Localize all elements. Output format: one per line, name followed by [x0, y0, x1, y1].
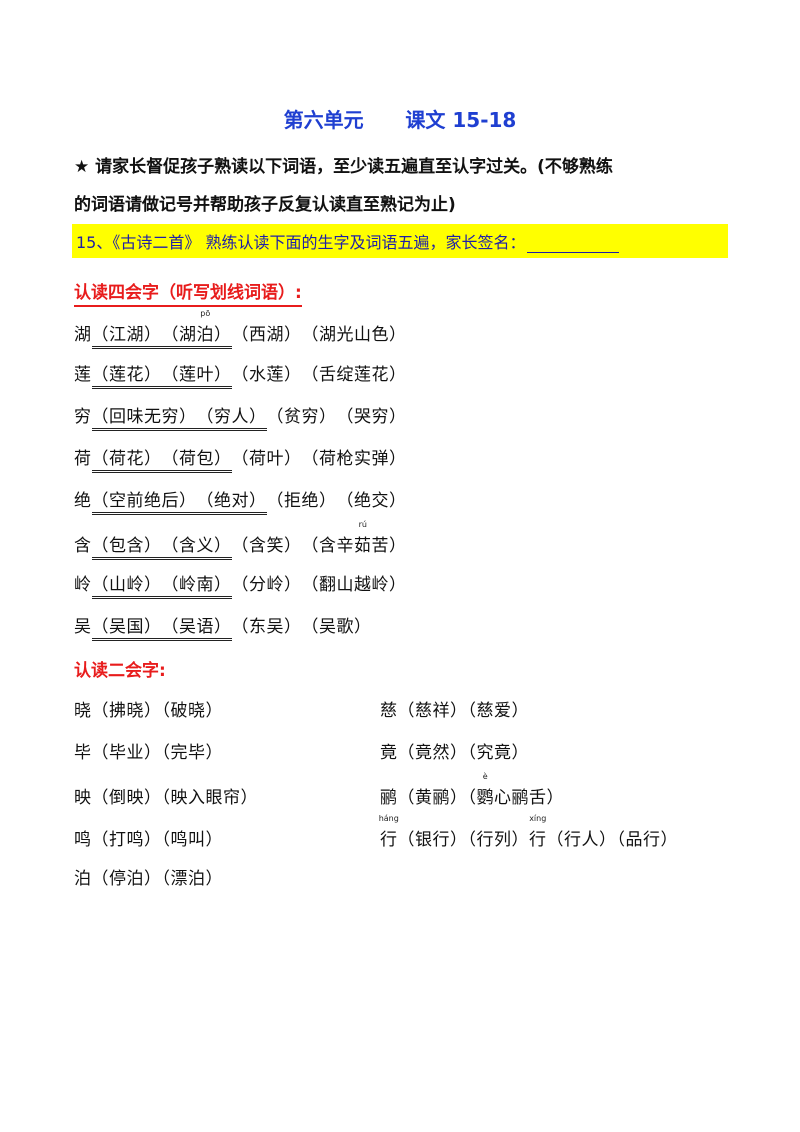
word: （分岭）	[231, 575, 302, 595]
word-row-wu: 吴（吴国）（吴语）（东吴）（吴歌）	[74, 612, 372, 641]
pinyin-annotation: è	[482, 772, 488, 781]
page-title: 第六单元 课文 15-18	[283, 108, 517, 132]
word-row-he: 荷（荷花）（荷包）（荷叶）（荷枪实弹）	[74, 444, 407, 473]
word: （西湖）	[231, 325, 302, 345]
word-underlined: （岭南）	[161, 570, 232, 599]
word: （荷叶）	[231, 449, 302, 469]
word: （绝交）	[336, 491, 407, 511]
recognize-row-xiao: 晓（拂晓）（破晓） 慈（慈祥）（慈爱）	[74, 696, 734, 721]
section-four-title-text: 认读四会字（听写划线词语）:	[74, 283, 302, 307]
word-group-right: 竟（竟然）（究竟）	[380, 743, 529, 763]
word-underlined: （绝对）	[196, 486, 267, 515]
word-underlined: （吴国）	[91, 612, 162, 641]
instruction-line-1: ★ 请家长督促孩子熟读以下词语，至少读五遍直至认字过关。(不够熟练	[74, 157, 613, 177]
word-row-jue: 绝（空前绝后）（绝对）（拒绝）（绝交）	[74, 486, 407, 515]
word-underlined: （回味无穷）	[91, 402, 197, 431]
word-underlined: （包含）	[91, 531, 162, 560]
pinyin-annotation: xíng	[529, 814, 547, 823]
char: 湖	[74, 325, 92, 345]
recognize-row-bi: 毕（毕业）（完毕） 竟（竟然）（究竟）	[74, 738, 734, 763]
word-group-right: 慈（慈祥）（慈爱）	[380, 701, 529, 721]
word-group-left: 毕（毕业）（完毕）	[74, 743, 223, 763]
word-underlined: （空前绝后）	[91, 486, 197, 515]
word-underlined: （山岭）	[91, 570, 162, 599]
word: （舌绽莲花）	[301, 365, 407, 385]
char: 吴	[74, 617, 92, 637]
section-four-title: 认读四会字（听写划线词语）:	[74, 278, 302, 307]
word-underlined: （吴语）	[161, 612, 232, 641]
recognize-row-bo: 泊（停泊）（漂泊）	[74, 864, 223, 889]
char: 绝	[74, 491, 92, 511]
word-row-qiong: 穷（回味无穷）（穷人）（贫穷）（哭穷）	[74, 402, 407, 431]
word: （含笑）	[231, 536, 302, 556]
word-underlined: （莲叶）	[161, 360, 232, 389]
char: 岭	[74, 575, 92, 595]
word: （贫穷）	[266, 407, 337, 427]
word-row-lian: 莲（莲花）（莲叶）（水莲）（舌绽莲花）	[74, 360, 407, 389]
word-underlined: （含义）	[161, 531, 232, 560]
word-group-left: 鸣（打鸣）（鸣叫）	[74, 830, 223, 850]
section-two-title: 认读二会字:	[74, 661, 166, 681]
word-underlined: （荷花）	[91, 444, 162, 473]
word: （荷枪实弹）	[301, 449, 407, 469]
char: 含	[74, 536, 92, 556]
word: （吴歌）	[301, 617, 372, 637]
word-underlined: （荷包）	[161, 444, 232, 473]
char: 莲	[74, 365, 92, 385]
pinyin-annotation: háng	[378, 814, 399, 823]
instruction-line-2: 的词语请做记号并帮助孩子反复认读直至熟记为止)	[74, 195, 456, 215]
word-underlined: （穷人）	[196, 402, 267, 431]
word-group-left: 泊（停泊）（漂泊）	[74, 869, 223, 889]
parent-signature-line[interactable]	[527, 236, 620, 253]
char: 穷	[74, 407, 92, 427]
word: （湖光山色）	[301, 325, 407, 345]
banner-text: 15、《古诗二首》 熟练认读下面的生字及词语五遍，家长签名：	[76, 233, 526, 252]
word: （东吴）	[231, 617, 302, 637]
word-group-left: 晓（拂晓）（破晓）	[74, 701, 223, 721]
word: （拒绝）	[266, 491, 337, 511]
word: （哭穷）	[336, 407, 407, 427]
pinyin-annotation: pō	[200, 309, 211, 318]
char: 荷	[74, 449, 92, 469]
word-row-ling: 岭（山岭）（岭南）（分岭）（翻山越岭）	[74, 570, 407, 599]
word: （翻山越岭）	[301, 575, 407, 595]
word-underlined: （莲花）	[91, 360, 162, 389]
word: （水莲）	[231, 365, 302, 385]
pinyin-annotation: rú	[358, 520, 367, 529]
word-underlined: （江湖）	[91, 320, 162, 349]
word-group-left: 映（倒映）（映入眼帘）	[74, 788, 258, 808]
lesson-banner: 15、《古诗二首》 熟练认读下面的生字及词语五遍，家长签名：	[72, 224, 728, 258]
